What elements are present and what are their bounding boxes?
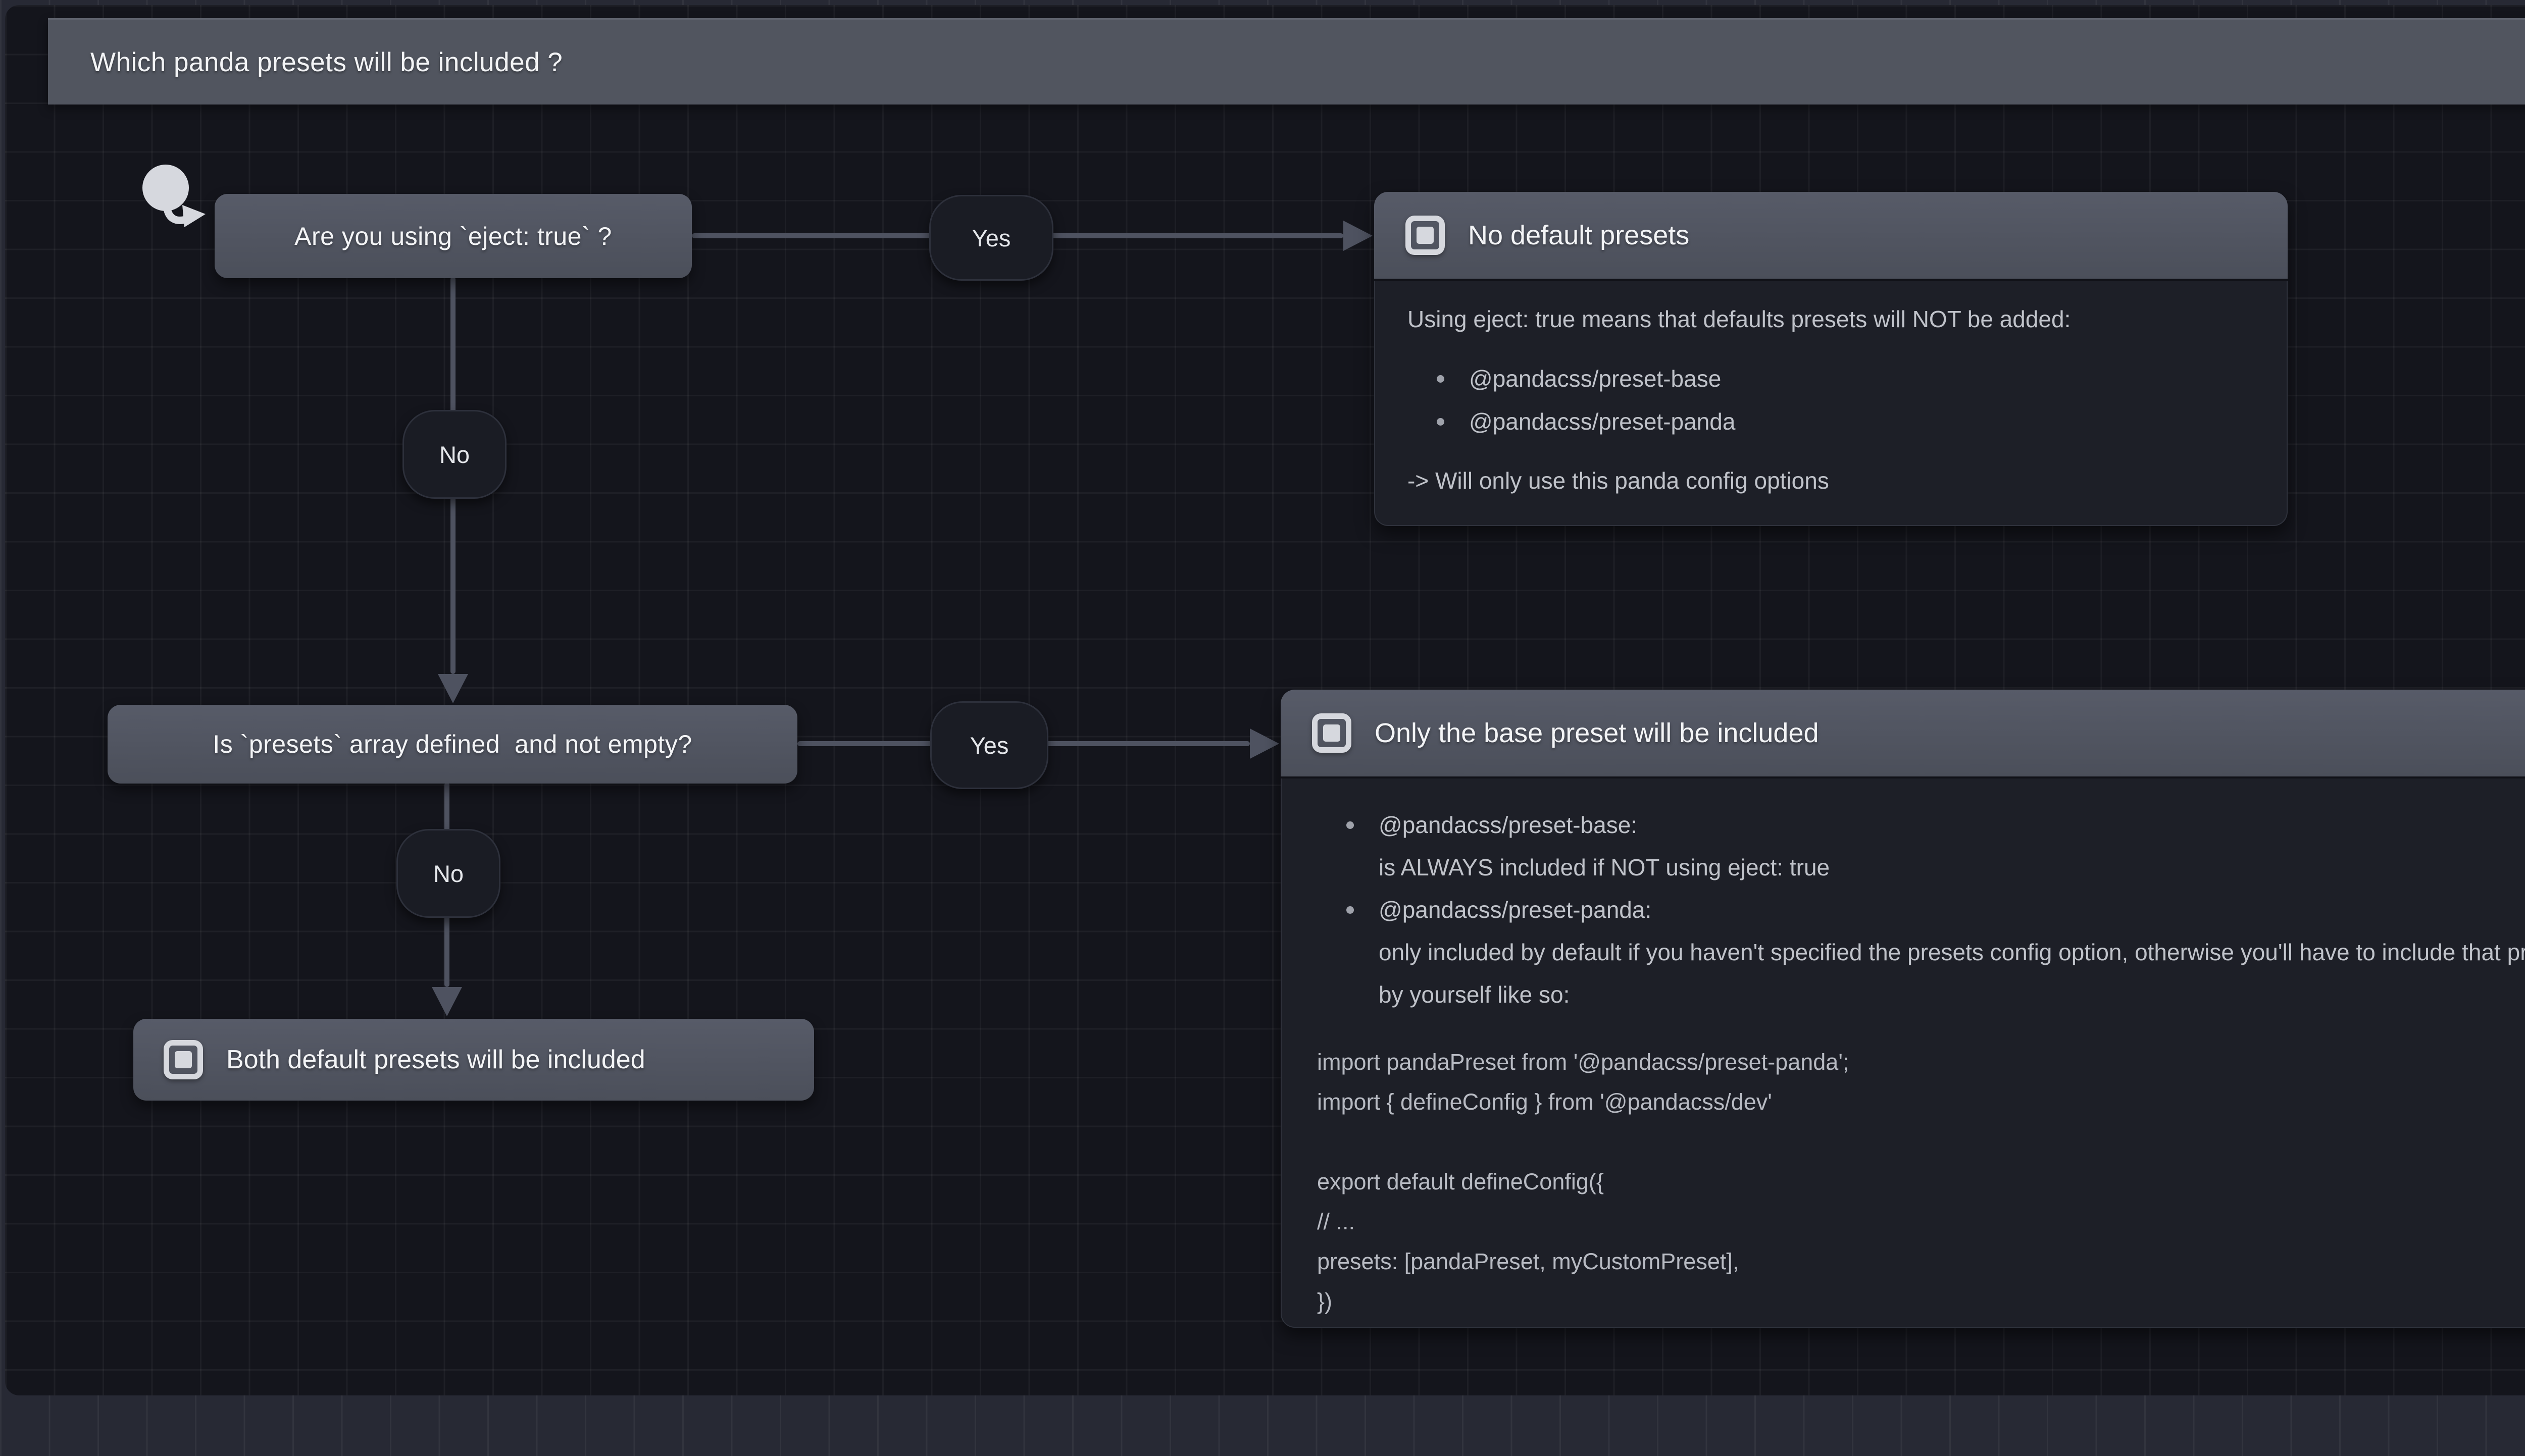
- frame-icon: [1312, 713, 1351, 753]
- edge-label-yes-2-text: Yes: [970, 732, 1009, 759]
- list-item: @pandacss/preset-panda: [1407, 400, 2254, 443]
- edge-label-no-2[interactable]: No: [396, 829, 500, 918]
- list-item: @pandacss/preset-panda: only included by…: [1317, 889, 2525, 1016]
- result-panel-no-default-presets[interactable]: No default presets Using eject: true mea…: [1374, 192, 2288, 526]
- code-line: [1317, 1122, 2525, 1162]
- title-bar: Which panda presets will be included ?: [48, 18, 2525, 105]
- cursor-arrow-icon: [142, 165, 206, 227]
- result-node-both-presets-label: Both default presets will be included: [226, 1045, 645, 1074]
- code-line: export default defineConfig({: [1317, 1169, 1604, 1194]
- question-node-eject[interactable]: Are you using `eject: true` ?: [215, 194, 692, 278]
- page-title: Which panda presets will be included ?: [90, 47, 563, 77]
- question-node-presets-array[interactable]: Is `presets` array defined and not empty…: [108, 705, 797, 784]
- panel-a-outro: -> Will only use this panda config optio…: [1407, 467, 1829, 494]
- panel-a-intro: Using eject: true means that defaults pr…: [1407, 306, 2071, 332]
- question-node-presets-array-label: Is `presets` array defined and not empty…: [213, 730, 692, 758]
- edge-label-no-2-text: No: [433, 860, 464, 887]
- arrowhead-into-panel-a: [1343, 221, 1373, 251]
- edge-label-no-1-text: No: [439, 441, 470, 468]
- code-line: presets: [pandaPreset, myCustomPreset],: [1317, 1249, 1739, 1274]
- panel-a-list: @pandacss/preset-base @pandacss/preset-p…: [1407, 357, 2254, 443]
- code-line: }): [1317, 1288, 1333, 1314]
- edge-label-yes-1-text: Yes: [972, 224, 1011, 251]
- edge-label-yes-1[interactable]: Yes: [929, 195, 1053, 281]
- arrowhead-into-panel-b: [1250, 729, 1279, 759]
- result-node-both-presets[interactable]: Both default presets will be included: [133, 1019, 814, 1101]
- arrowhead-into-result-both: [432, 987, 462, 1016]
- panel-b-list: @pandacss/preset-base: is ALWAYS include…: [1317, 804, 2525, 1016]
- question-node-eject-label: Are you using `eject: true` ?: [294, 222, 612, 250]
- preset-desc: only included by default if you haven't …: [1379, 939, 2525, 1008]
- code-line: // ...: [1317, 1209, 1355, 1234]
- panel-b-header: Only the base preset will be included: [1281, 690, 2525, 778]
- panel-b-title: Only the base preset will be included: [1375, 718, 1819, 748]
- list-item: @pandacss/preset-base: is ALWAYS include…: [1317, 804, 2525, 889]
- preset-desc: is ALWAYS included if NOT using eject: t…: [1379, 854, 1830, 880]
- preset-name: @pandacss/preset-base:: [1379, 812, 1638, 838]
- preset-name: @pandacss/preset-panda:: [1379, 897, 1652, 923]
- result-panel-base-preset[interactable]: Only the base preset will be included @p…: [1281, 690, 2525, 1328]
- panel-b-body: @pandacss/preset-base: is ALWAYS include…: [1281, 778, 2525, 1328]
- edge-label-yes-2[interactable]: Yes: [930, 701, 1048, 789]
- frame-icon: [1405, 216, 1445, 255]
- code-block: import pandaPreset from '@pandacss/prese…: [1317, 1042, 2525, 1321]
- code-line: import { defineConfig } from '@pandacss/…: [1317, 1089, 1772, 1115]
- arrowhead-into-q2: [438, 674, 468, 703]
- panel-a-title: No default presets: [1468, 220, 1690, 250]
- list-item: @pandacss/preset-base: [1407, 357, 2254, 400]
- panel-a-header: No default presets: [1374, 192, 2288, 281]
- code-line: import pandaPreset from '@pandacss/prese…: [1317, 1049, 1849, 1075]
- panel-a-body: Using eject: true means that defaults pr…: [1374, 281, 2288, 526]
- frame-icon: [164, 1040, 203, 1079]
- edge-label-no-1[interactable]: No: [402, 410, 507, 499]
